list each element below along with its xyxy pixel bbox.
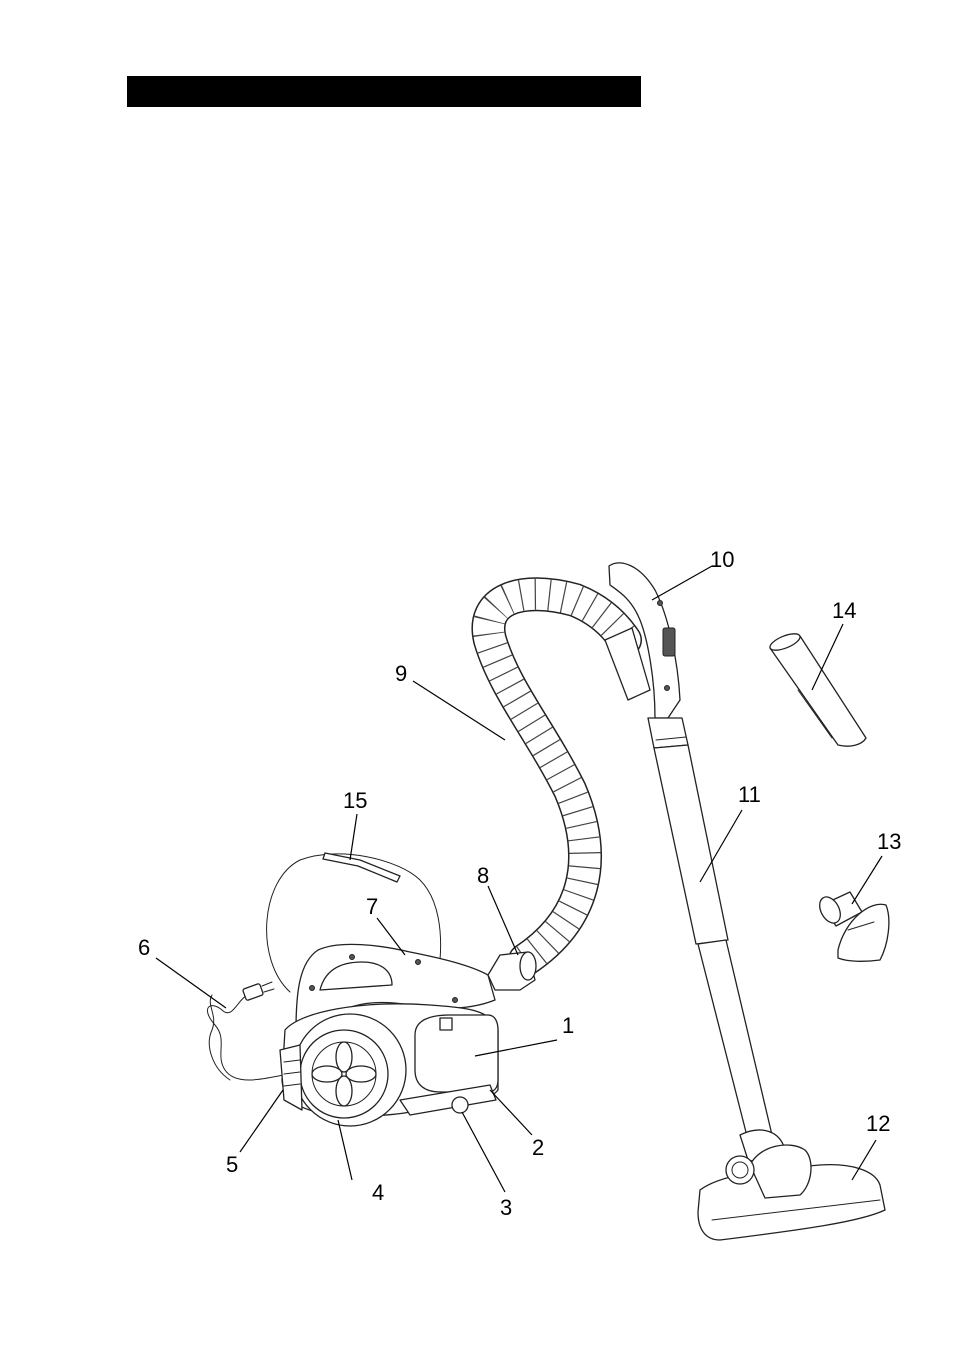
callout-9: 9 [395,661,407,686]
callout-13: 13 [877,829,901,854]
callout-7: 7 [366,894,378,919]
callout-8: 8 [477,863,489,888]
callout-3: 3 [500,1195,512,1220]
dusting-brush [815,892,888,961]
callout-12: 12 [866,1111,890,1136]
callout-1: 1 [562,1013,574,1038]
floor-brush [698,1130,885,1240]
leader-lines [156,566,882,1192]
callout-2: 2 [532,1135,544,1160]
hose [488,594,625,960]
callout-11: 11 [738,782,761,807]
callout-4: 4 [372,1180,384,1205]
callout-10: 10 [710,547,734,572]
crevice-nozzle [768,630,866,746]
callout-6: 6 [138,935,150,960]
callout-14: 14 [832,598,856,623]
callout-5: 5 [226,1152,238,1177]
handle [605,563,680,718]
callout-15: 15 [343,788,367,813]
